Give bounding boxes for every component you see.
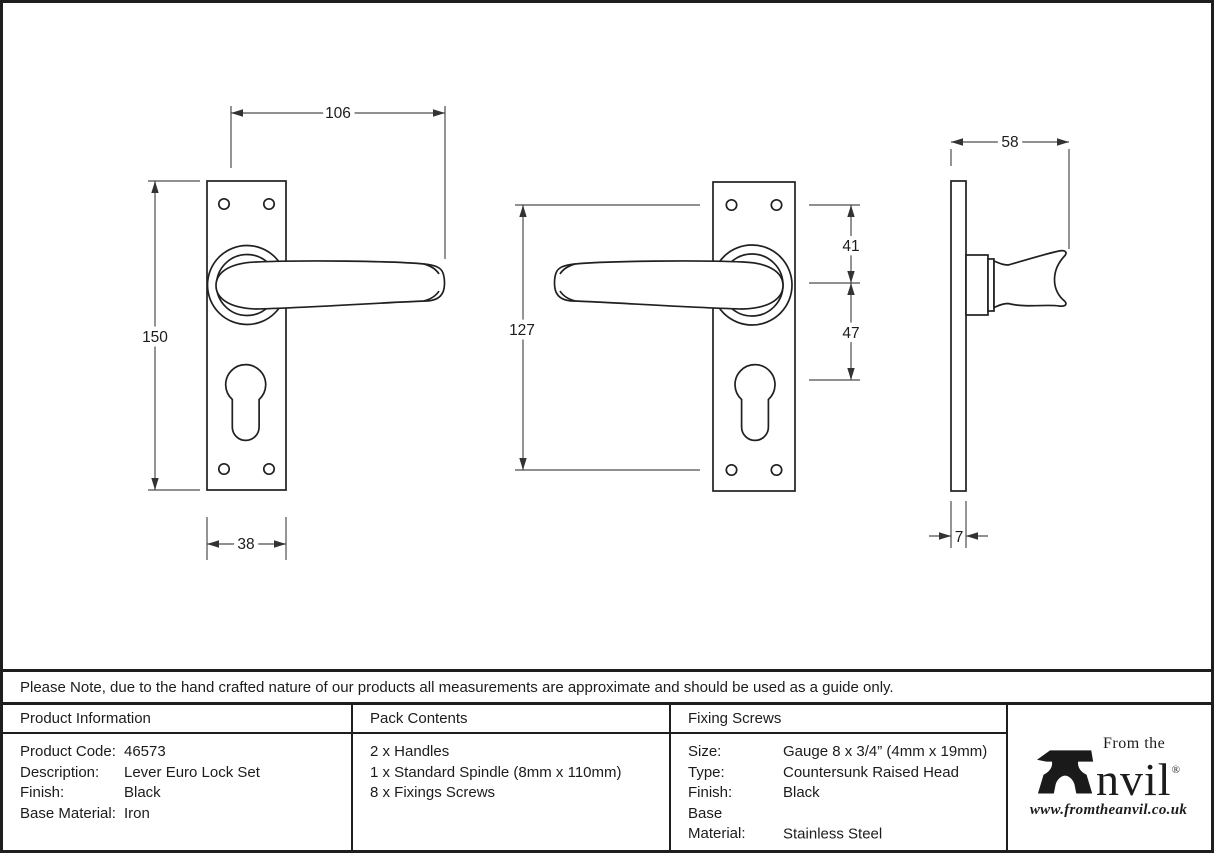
table-row: Finish: Black bbox=[20, 783, 351, 804]
backplate-outline bbox=[712, 181, 796, 492]
side-view-dimensions bbox=[929, 138, 1070, 548]
side-view-drawing bbox=[950, 180, 1067, 492]
dim-label-plate-thickness: 7 bbox=[955, 529, 964, 546]
table-row: Base Material: Stainless Steel bbox=[688, 804, 1006, 845]
screw-hole bbox=[770, 198, 783, 212]
euro-cylinder-cutout bbox=[224, 363, 267, 442]
list-item: 2 x Handles bbox=[370, 743, 450, 760]
fixing-screws-column: Fixing Screws Size: Gauge 8 x 3/4” (4mm x… bbox=[671, 705, 1008, 850]
lever-side-profile bbox=[993, 249, 1067, 309]
backplate-outline bbox=[206, 180, 287, 491]
dim-label-plate-width: 38 bbox=[237, 536, 254, 553]
registered-mark: ® bbox=[1171, 763, 1180, 776]
table-row: Base Material: Iron bbox=[20, 804, 351, 825]
lever-handle bbox=[215, 260, 446, 310]
logo-prefix-text: From the bbox=[1103, 734, 1166, 752]
table-row: Product Code: 46573 bbox=[20, 742, 351, 763]
rose-side-collar bbox=[965, 254, 989, 316]
logo-name-text: nvil® bbox=[1096, 753, 1180, 805]
backplate-side-outline bbox=[950, 180, 967, 492]
row-value: 46573 bbox=[124, 743, 166, 760]
screw-hole bbox=[770, 463, 783, 477]
brand-logo-cell: From the nvil® www.fromtheanvil.co.uk bbox=[1008, 705, 1209, 850]
screw-hole bbox=[217, 462, 231, 476]
row-value: Black bbox=[124, 784, 161, 801]
fixing-screws-header: Fixing Screws bbox=[671, 705, 1006, 734]
product-information-header: Product Information bbox=[3, 705, 351, 734]
row-label: Base Material: bbox=[20, 804, 116, 822]
from-the-anvil-logo: From the nvil® www.fromtheanvil.co.uk bbox=[1029, 734, 1188, 819]
row-label: Type: bbox=[688, 763, 725, 781]
table-row: Size: Gauge 8 x 3/4” (4mm x 19mm) bbox=[688, 742, 1006, 763]
list-item: 8 x Fixings Screws bbox=[370, 784, 496, 801]
screw-hole bbox=[725, 198, 738, 212]
lever-tip-detail bbox=[559, 263, 576, 275]
front-view-dimensions bbox=[148, 106, 446, 560]
technical-drawing-area: 106 150 38 bbox=[3, 3, 1211, 669]
product-information-column: Product Information Product Code: 46573 D… bbox=[3, 705, 353, 850]
dim-label-handle-to-cylinder: 47 bbox=[842, 325, 859, 342]
pack-contents-column: Pack Contents 2 x Handles 1 x Standard S… bbox=[353, 705, 671, 850]
table-row: Description: Lever Euro Lock Set bbox=[20, 763, 351, 784]
dim-label-plate-height: 150 bbox=[142, 329, 168, 346]
row-label: Finish: bbox=[20, 784, 65, 801]
row-label: Description: bbox=[20, 763, 100, 781]
table-row: Finish: Black bbox=[688, 783, 1006, 804]
lever-tip-detail bbox=[559, 290, 576, 302]
dim-label-projection: 58 bbox=[1001, 134, 1018, 151]
screw-hole bbox=[262, 197, 276, 211]
screw-hole bbox=[217, 197, 231, 211]
row-label: Product Code: bbox=[20, 743, 116, 760]
dim-label-screw-centres: 127 bbox=[509, 322, 535, 339]
screw-hole bbox=[725, 463, 738, 477]
product-info-table: Product Information Product Code: 46573 D… bbox=[3, 705, 1211, 850]
row-value: Lever Euro Lock Set bbox=[124, 763, 260, 781]
measurement-note-row: Please Note, due to the hand crafted nat… bbox=[3, 669, 1211, 705]
lever-tip-detail bbox=[423, 263, 440, 275]
dim-label-handle-length: 106 bbox=[325, 105, 351, 122]
row-label: Finish: bbox=[688, 784, 733, 801]
rose-side-ring bbox=[987, 258, 995, 312]
row-value: Iron bbox=[124, 804, 150, 822]
euro-cylinder-cutout bbox=[734, 363, 776, 442]
drawings-svg: 106 150 38 bbox=[138, 101, 1070, 560]
row-value: Stainless Steel bbox=[783, 825, 883, 842]
list-item: 1 x Standard Spindle (8mm x 110mm) bbox=[370, 763, 622, 781]
lever-tip-detail bbox=[423, 290, 440, 302]
lever-handle bbox=[553, 260, 784, 310]
row-value: Countersunk Raised Head bbox=[783, 763, 959, 781]
anvil-icon bbox=[1037, 749, 1094, 793]
table-row: Type: Countersunk Raised Head bbox=[688, 763, 1006, 784]
measurement-note-text: Please Note, due to the hand crafted nat… bbox=[20, 678, 894, 696]
row-value: Black bbox=[783, 784, 820, 801]
logo-website-url: www.fromtheanvil.co.uk bbox=[1029, 801, 1188, 818]
middle-view-dimensions bbox=[515, 204, 860, 471]
front-view-drawing bbox=[206, 180, 446, 491]
pack-contents-header: Pack Contents bbox=[353, 705, 669, 734]
row-label: Base Material: bbox=[688, 804, 746, 843]
screw-hole bbox=[262, 462, 276, 476]
dim-label-top-to-handle: 41 bbox=[842, 238, 859, 255]
row-label: Size: bbox=[688, 743, 722, 760]
middle-view-drawing bbox=[553, 181, 796, 492]
row-value: Gauge 8 x 3/4” (4mm x 19mm) bbox=[783, 743, 988, 760]
